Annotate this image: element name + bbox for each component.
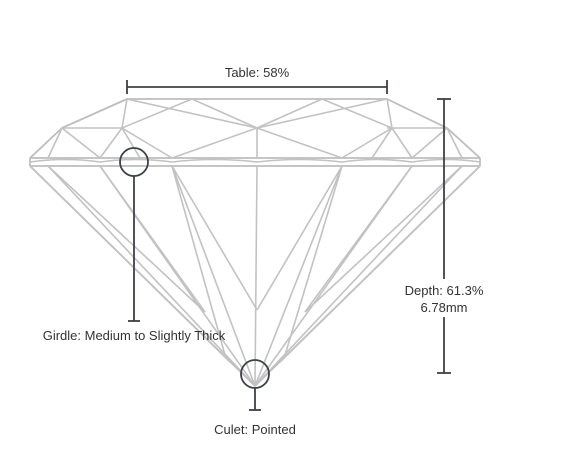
culet-label: Culet: Pointed [214, 422, 296, 437]
culet-marker [240, 359, 270, 411]
table-measurement [126, 80, 388, 94]
depth-percent-label: Depth: 61.3% [405, 283, 484, 298]
pavilion-facets [29, 165, 481, 387]
depth-mm-label: 6.78mm [421, 300, 468, 315]
girdle-scallop [29, 158, 481, 163]
depth-label-backdrop [398, 279, 490, 317]
table-label: Table: 58% [225, 65, 290, 80]
diamond-illustration [29, 98, 481, 387]
crown-outline [29, 98, 481, 159]
crown-facets [47, 98, 463, 159]
depth-measurement [437, 98, 451, 374]
girdle-marker [119, 147, 149, 322]
girdle-label: Girdle: Medium to Slightly Thick [43, 328, 226, 343]
